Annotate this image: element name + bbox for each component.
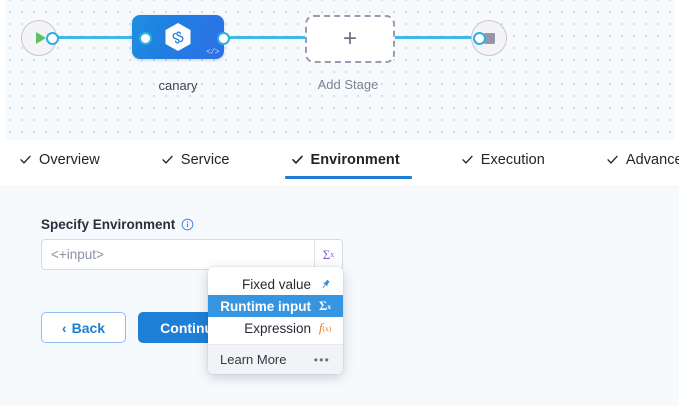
start-node-output-port[interactable] xyxy=(46,32,59,45)
dropdown-item-label: Expression xyxy=(244,320,311,336)
tab-advanced[interactable]: Advanced xyxy=(606,140,679,179)
stage-input-port[interactable] xyxy=(139,32,152,45)
chevron-left-icon: ‹ xyxy=(61,319,67,336)
pipeline-start-node[interactable] xyxy=(21,20,57,56)
tab-label: Execution xyxy=(480,151,545,168)
tab-environment[interactable]: Environment xyxy=(284,140,412,179)
learn-more-label: Learn More xyxy=(220,352,287,367)
sigma-glyph: Σ xyxy=(322,246,331,262)
connector-wire-add-to-end xyxy=(388,36,480,39)
specify-environment-label-row: Specify Environment xyxy=(41,217,194,232)
canvas-left-edge xyxy=(0,0,6,140)
connector-wire-start-to-stage xyxy=(50,36,146,39)
tab-label: Environment xyxy=(310,151,400,168)
sigma-sup: x xyxy=(330,250,335,259)
stage-config-tabbar: Overview Service Environment xyxy=(0,140,679,180)
back-button[interactable]: ‹ Back xyxy=(41,312,126,343)
tab-label: Overview xyxy=(39,151,100,168)
check-icon xyxy=(461,153,474,166)
plus-icon: + xyxy=(342,25,357,52)
ellipsis-icon: ••• xyxy=(313,352,330,367)
dropdown-item-fixed-value[interactable]: Fixed value xyxy=(208,273,343,295)
tab-service[interactable]: Service xyxy=(161,140,230,179)
check-icon xyxy=(19,153,32,166)
play-icon xyxy=(35,32,46,44)
add-stage-label: Add Stage xyxy=(317,77,379,92)
check-icon xyxy=(161,153,174,166)
sigma-sup: x xyxy=(327,301,331,311)
stage-output-port[interactable] xyxy=(217,32,230,45)
pin-icon xyxy=(318,278,332,291)
add-stage-button[interactable]: + xyxy=(305,15,395,63)
specify-environment-input[interactable] xyxy=(42,240,314,269)
dropdown-item-expression[interactable]: Expression f(x) xyxy=(208,317,343,339)
harness-hexagon-icon xyxy=(165,23,191,51)
continue-button-label: Continue xyxy=(160,319,221,336)
back-button-label: Back xyxy=(71,319,106,336)
fx-icon: f(x) xyxy=(318,320,332,335)
tab-execution[interactable]: Execution xyxy=(461,140,545,179)
info-icon[interactable] xyxy=(181,218,194,231)
tab-label: Advanced xyxy=(625,151,679,168)
end-node-input-port[interactable] xyxy=(473,32,486,45)
specify-environment-input-wrap[interactable]: Σx xyxy=(41,239,343,270)
dropdown-learn-more-row[interactable]: Learn More ••• xyxy=(208,344,343,374)
stage-label-canary: canary xyxy=(158,78,198,93)
dropdown-item-label: Runtime input xyxy=(220,298,311,314)
code-icon: </> xyxy=(206,48,219,57)
tab-label: Service xyxy=(180,151,230,168)
sigma-glyph: Σ xyxy=(319,298,328,313)
field-label: Specify Environment xyxy=(41,217,176,232)
panel-divider xyxy=(0,179,679,185)
tab-list: Overview Service Environment xyxy=(19,140,679,179)
stop-icon xyxy=(483,32,495,44)
pipeline-canvas[interactable]: </> canary + Add Stage xyxy=(0,0,679,140)
dropdown-item-label: Fixed value xyxy=(241,276,311,292)
check-icon xyxy=(606,153,619,166)
canvas-right-edge xyxy=(674,0,679,140)
connector-wire-stage-to-add xyxy=(222,36,310,39)
tab-overview[interactable]: Overview xyxy=(19,140,100,179)
check-icon xyxy=(291,153,304,166)
